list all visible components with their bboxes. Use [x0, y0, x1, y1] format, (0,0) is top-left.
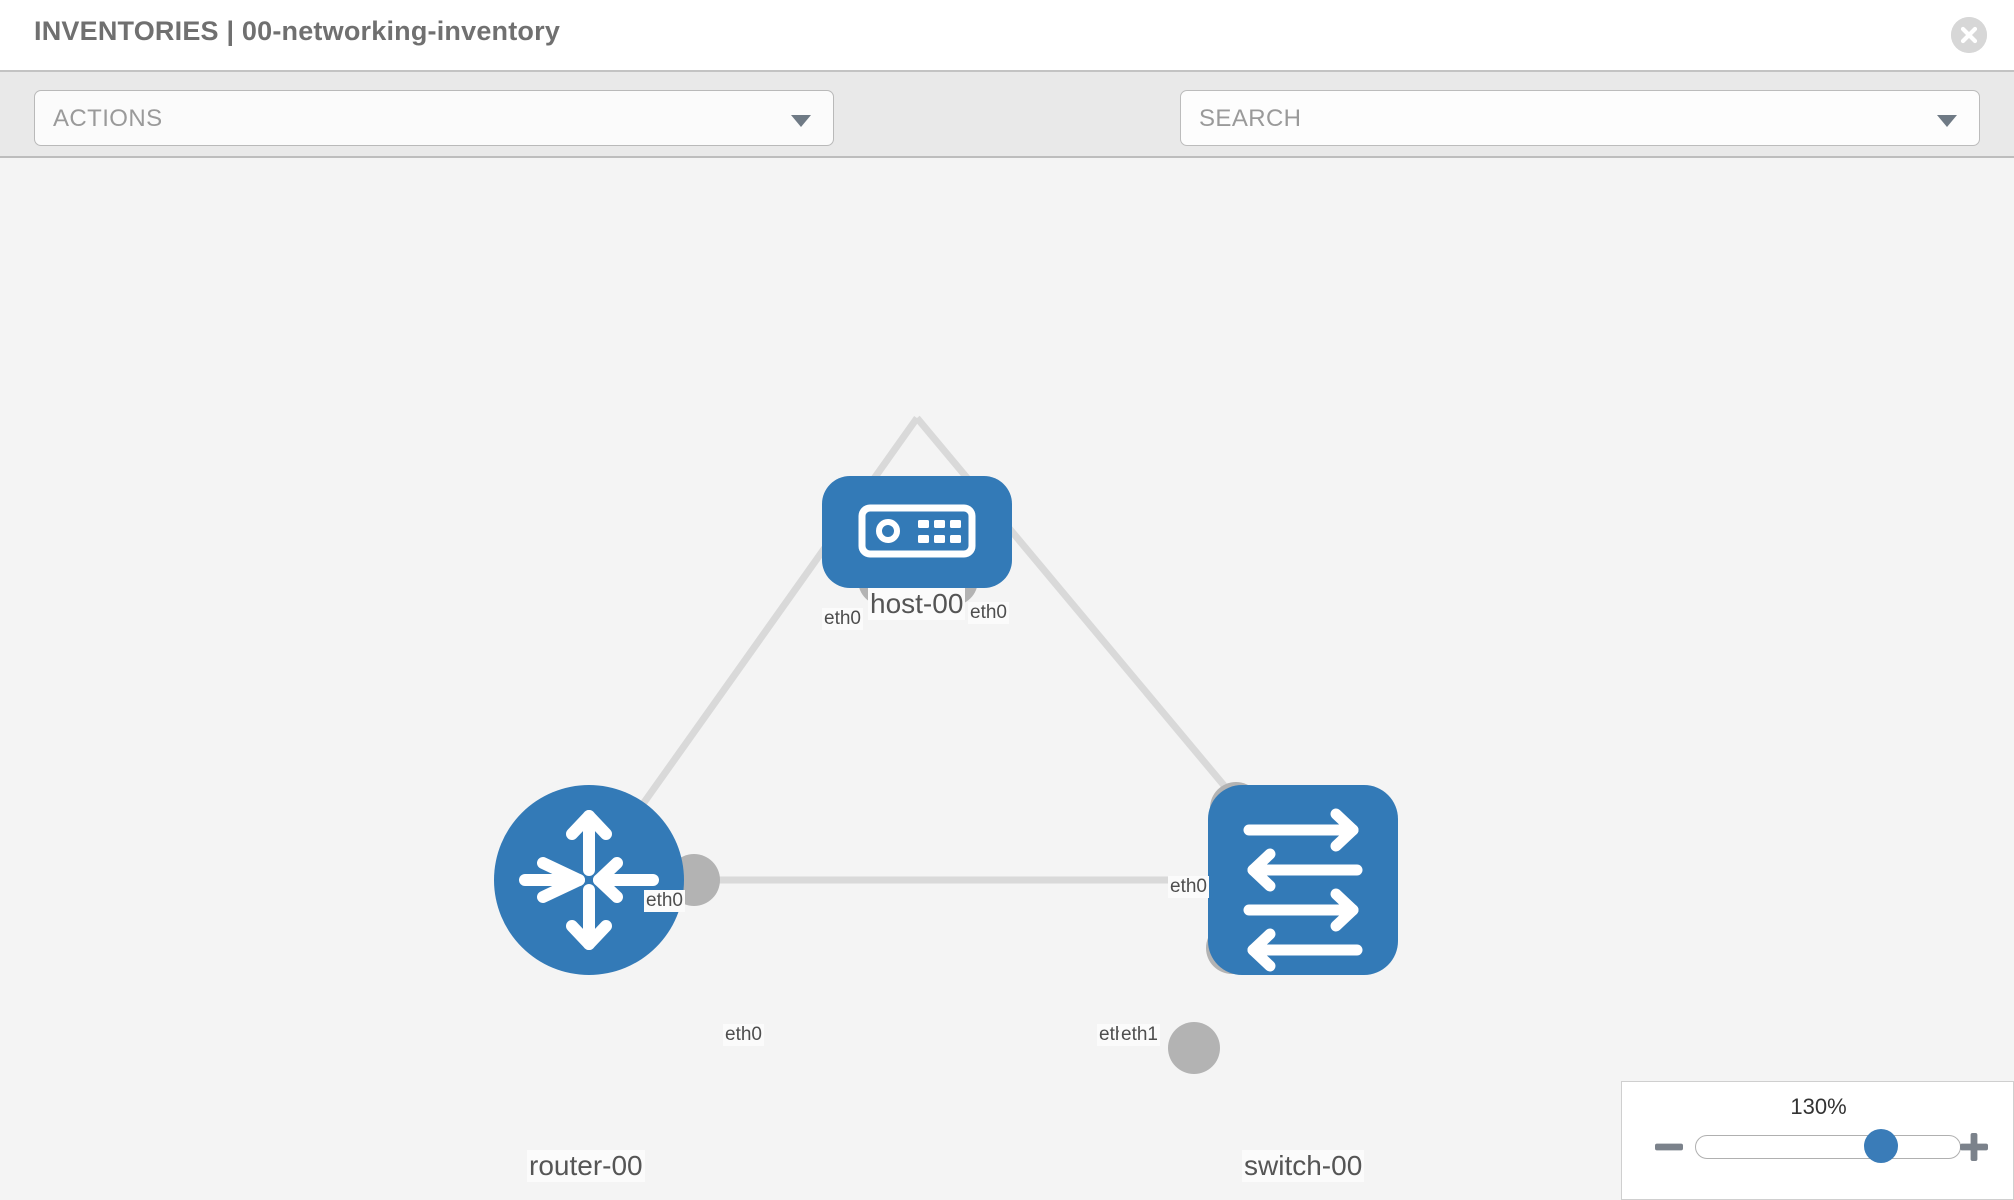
zoom-control-panel: 130% — [1621, 1081, 2014, 1200]
node-router-00[interactable] — [494, 785, 684, 975]
close-icon[interactable] — [1951, 17, 1987, 53]
iface-label-router00-up: eth0 — [644, 890, 685, 912]
iface-label-switch00-west-b: eth1 — [1119, 1024, 1160, 1046]
node-label-host-00: host-00 — [868, 588, 966, 621]
node-switch-00[interactable] — [1208, 785, 1398, 975]
zoom-slider[interactable] — [1695, 1129, 1961, 1163]
toolbar: ACTIONS — [0, 70, 2014, 198]
port-stub-switch00-south[interactable] — [1168, 1022, 1220, 1074]
switch-arrows-icon — [1243, 808, 1363, 972]
chevron-down-icon — [1937, 115, 1957, 127]
search-placeholder-label: SEARCH — [1199, 105, 1302, 132]
node-host-00[interactable] — [822, 476, 1012, 588]
page-title: INVENTORIES | 00-networking-inventory — [34, 16, 561, 46]
chevron-down-icon — [791, 115, 811, 127]
node-label-router-00: router-00 — [527, 1150, 645, 1183]
iface-label-router00-east: eth0 — [723, 1024, 764, 1046]
actions-dropdown-label: ACTIONS — [53, 105, 163, 132]
zoom-slider-handle[interactable] — [1864, 1129, 1898, 1163]
page-header: INVENTORIES | 00-networking-inventory — [0, 0, 2014, 70]
search-input[interactable]: SEARCH — [1180, 90, 1980, 146]
topology-ports — [668, 554, 1262, 1074]
iface-label-host00-right: eth0 — [968, 602, 1009, 624]
server-icon — [858, 504, 976, 558]
zoom-level-label: 130% — [1790, 1094, 1847, 1119]
iface-label-host00-left: eth0 — [822, 608, 863, 630]
node-label-switch-00: switch-00 — [1242, 1150, 1365, 1183]
actions-dropdown[interactable]: ACTIONS — [34, 90, 834, 146]
topology-canvas[interactable]: eth0 eth0 eth0 eth0 eth0 eth0 eth1 host-… — [0, 158, 2014, 1200]
plus-icon[interactable] — [1957, 1130, 1991, 1164]
minus-icon[interactable] — [1652, 1130, 1686, 1164]
iface-label-switch00-up: eth0 — [1168, 876, 1209, 898]
router-arrows-icon — [519, 810, 659, 950]
topology-graph — [494, 415, 1398, 1074]
